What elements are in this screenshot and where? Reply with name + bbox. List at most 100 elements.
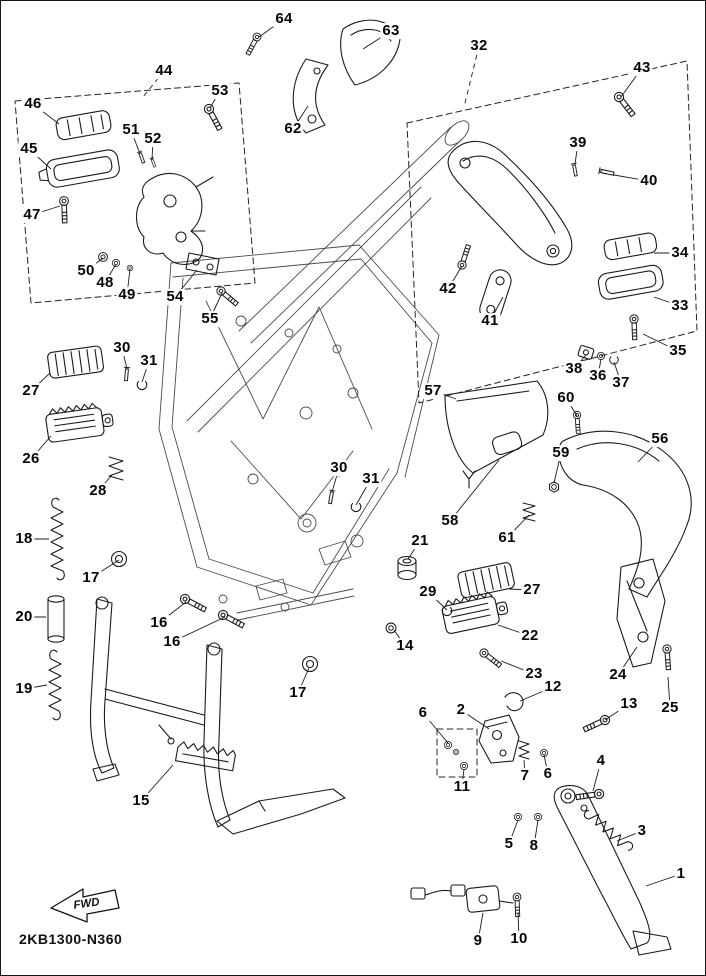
part-23-bolt	[477, 646, 504, 670]
part-number-6: 6	[416, 704, 430, 722]
part-21-damper	[397, 555, 417, 581]
part-number-52: 52	[142, 130, 164, 148]
part-18-spring	[50, 497, 65, 581]
part-22-footpeg	[441, 591, 509, 634]
part-number-62: 62	[282, 120, 304, 138]
subassembly-boxes	[14, 60, 698, 778]
part-number-46: 46	[22, 95, 44, 113]
part-number-31: 31	[138, 352, 160, 370]
part-number-33: 33	[669, 297, 691, 315]
part-number-28: 28	[87, 482, 109, 500]
part-39-pin	[570, 162, 579, 177]
part-10-screw	[512, 892, 523, 918]
part-number-4: 4	[594, 752, 608, 770]
part-number-17: 17	[287, 684, 309, 702]
leader-line-58	[449, 459, 500, 522]
part-33-footrest	[597, 264, 664, 300]
part-number-47: 47	[21, 206, 43, 224]
part-35-bolt	[629, 314, 640, 341]
part-43-bolt	[611, 89, 638, 119]
part-number-18: 18	[13, 530, 35, 548]
part-number-50: 50	[75, 262, 97, 280]
part-number-19: 19	[13, 680, 35, 698]
part-9-switch	[410, 884, 514, 913]
part-61-spring	[522, 502, 536, 522]
part-24-bracket-plate	[616, 558, 666, 668]
part-47-bolt	[58, 195, 70, 224]
part-number-39: 39	[567, 134, 589, 152]
part-number-26: 26	[20, 450, 42, 468]
part-lever-bracket	[135, 172, 214, 265]
part-57-cover	[444, 380, 549, 489]
part-6-washer-b	[452, 748, 460, 756]
part-5-washer	[513, 812, 523, 822]
part-15-center-stand	[89, 596, 346, 835]
part-number-35: 35	[667, 342, 689, 360]
part-code: 2KB1300-N360	[19, 931, 123, 947]
part-number-7: 7	[518, 767, 532, 785]
part-number-38: 38	[563, 360, 585, 378]
part-27-rubber-right	[457, 562, 515, 599]
part-7-spring	[518, 740, 530, 760]
part-16-bolt-a	[178, 592, 209, 615]
part-number-24: 24	[607, 666, 629, 684]
part-2-stand-bracket	[478, 714, 520, 764]
part-number-40: 40	[638, 172, 660, 190]
part-26-footpeg	[45, 402, 114, 443]
part-number-56: 56	[649, 430, 671, 448]
part-17-collar-left	[110, 550, 128, 568]
part-number-16: 16	[161, 633, 183, 651]
part-number-21: 21	[409, 532, 431, 550]
part-number-53: 53	[209, 82, 231, 100]
part-number-45: 45	[18, 140, 40, 158]
part-48-washer	[111, 258, 121, 268]
part-number-16: 16	[148, 614, 170, 632]
part-number-54: 54	[164, 288, 186, 306]
part-number-41: 41	[479, 312, 501, 330]
part-number-20: 20	[13, 608, 35, 626]
part-number-14: 14	[394, 637, 416, 655]
part-54-bracket	[185, 252, 220, 276]
part-number-60: 60	[555, 389, 577, 407]
part-number-29: 29	[417, 583, 439, 601]
part-number-13: 13	[618, 695, 640, 713]
part-number-55: 55	[199, 310, 221, 328]
part-number-59: 59	[550, 444, 572, 462]
part-number-42: 42	[437, 280, 459, 298]
part-number-51: 51	[120, 121, 142, 139]
part-56-side-cover	[558, 430, 692, 598]
part-number-25: 25	[659, 699, 681, 717]
part-3-spring	[583, 809, 634, 851]
part-number-11: 11	[451, 778, 473, 796]
part-number-9: 9	[471, 932, 485, 950]
part-25-bolt	[662, 644, 674, 671]
part-number-17: 17	[80, 569, 102, 587]
part-number-23: 23	[523, 665, 545, 683]
part-number-32: 32	[468, 37, 490, 55]
part-28-spring	[108, 456, 124, 481]
part-rear-stay-bracket	[447, 140, 573, 266]
part-12-hook	[504, 692, 524, 712]
part-number-27: 27	[20, 382, 42, 400]
part-number-48: 48	[94, 274, 116, 292]
part-64-bolt	[243, 31, 263, 57]
part-number-57: 57	[422, 382, 444, 400]
part-number-36: 36	[587, 367, 609, 385]
part-59-nut	[549, 481, 559, 493]
part-52-pin	[149, 156, 158, 168]
part-number-63: 63	[380, 22, 402, 40]
part-number-5: 5	[502, 835, 516, 853]
part-11-washer	[459, 761, 469, 771]
part-38-bracket	[577, 344, 595, 360]
part-8-washer	[533, 812, 543, 822]
part-number-12: 12	[542, 678, 564, 696]
part-27-rubber-left	[47, 345, 104, 379]
part-number-30: 30	[328, 459, 350, 477]
part-number-34: 34	[669, 244, 691, 262]
part-number-49: 49	[116, 286, 138, 304]
part-number-58: 58	[439, 512, 461, 530]
part-53-bolt	[202, 102, 225, 133]
part-number-8: 8	[527, 837, 541, 855]
part-number-64: 64	[273, 10, 295, 28]
